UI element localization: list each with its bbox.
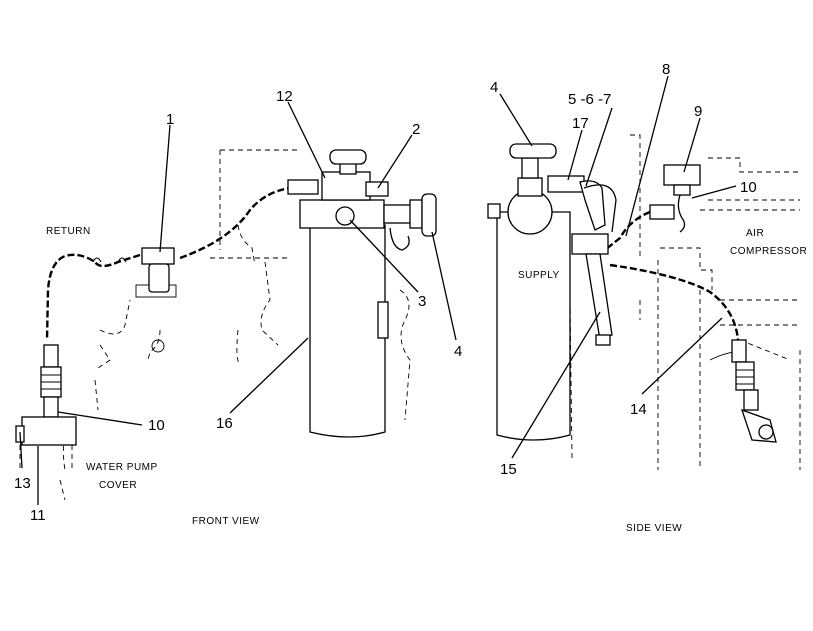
callout-4-front: 4 <box>454 343 462 360</box>
callout-17: 17 <box>572 115 589 132</box>
callout-4-side: 4 <box>490 79 498 96</box>
label-side-view: SIDE VIEW <box>626 523 682 534</box>
valve-body-side <box>517 177 543 197</box>
valve-stem-side <box>521 157 539 179</box>
callout-15: 15 <box>500 461 517 478</box>
elbow-10-side <box>677 194 686 233</box>
hose-end-fitting <box>43 344 59 368</box>
leader-8 <box>625 75 669 237</box>
fitting-17 <box>547 175 585 193</box>
compressor-fitting-stem <box>673 184 691 196</box>
bracket-5-6-7 <box>579 180 606 231</box>
hose-break-2 <box>92 257 102 263</box>
leader-17 <box>567 129 583 181</box>
callout-5-6-7: 5 -6 -7 <box>568 91 611 108</box>
bracket-15 <box>585 253 613 341</box>
callout-10-front: 10 <box>148 417 165 434</box>
leader-12 <box>287 101 326 179</box>
leader-4-front <box>431 231 457 341</box>
label-front-view: FRONT VIEW <box>192 516 260 527</box>
callout-16: 16 <box>216 415 233 432</box>
tube-8 <box>583 184 617 233</box>
hose-break-1 <box>117 257 127 263</box>
tee-stem <box>43 396 59 418</box>
bracket-15-foot <box>595 334 611 346</box>
callout-9: 9 <box>694 103 702 120</box>
supply-hose <box>604 210 651 251</box>
adapter-14-stem <box>743 389 759 411</box>
compressor-fitting-9 <box>663 164 701 186</box>
side-view: 4 17 5 -6 -7 8 9 10 14 15 SUPPLY AIR COM… <box>487 61 807 534</box>
adapter-14 <box>735 361 755 391</box>
leader-10-side <box>691 185 737 199</box>
engine-detail-circle <box>151 339 165 353</box>
label-air: AIR <box>746 228 764 239</box>
tee-fitting-11 <box>21 416 77 446</box>
callout-3: 3 <box>418 293 426 310</box>
valve-top <box>321 171 371 201</box>
leader-15 <box>511 311 601 459</box>
engine-outline-side <box>569 134 801 470</box>
return-hose <box>179 186 291 260</box>
leader-14 <box>641 317 723 395</box>
leader-5-6-7 <box>585 107 613 187</box>
leader-4-side <box>499 93 533 147</box>
leader-10-front <box>57 411 143 426</box>
fitting-1-body <box>148 263 170 293</box>
label-water-pump: WATER PUMP <box>86 462 158 473</box>
ether-cylinder-16 <box>309 224 386 438</box>
handle-4-front <box>421 193 437 237</box>
label-return: RETURN <box>46 226 91 237</box>
supply-fitting-side <box>649 204 675 220</box>
leader-2 <box>377 134 413 189</box>
callout-2: 2 <box>412 121 420 138</box>
callout-10-side: 10 <box>740 179 757 196</box>
ether-cylinder-side <box>496 211 571 441</box>
return-hose-lower <box>45 253 141 341</box>
handle-hub <box>409 199 423 229</box>
engine-outline-front <box>59 149 411 501</box>
fitting-1 <box>141 247 175 265</box>
callout-12: 12 <box>276 88 293 105</box>
supply-tube-front <box>389 227 410 251</box>
tee-14-port <box>758 424 774 440</box>
cylinder-clamp <box>377 301 389 339</box>
supply-block <box>571 233 609 255</box>
side-port <box>487 203 501 219</box>
leader-9 <box>683 117 701 173</box>
callout-8: 8 <box>662 61 670 78</box>
fitting-2 <box>365 181 389 197</box>
callout-1: 1 <box>166 111 174 128</box>
front-view: 1 12 2 3 4 16 10 13 11 RETURN WATER PUMP… <box>14 88 462 527</box>
handle-4-side <box>509 143 557 159</box>
hose-14 <box>609 263 740 341</box>
leader-1 <box>159 124 171 253</box>
leader-16 <box>229 337 309 414</box>
label-compressor: COMPRESSOR <box>730 246 807 257</box>
valve-port-3 <box>335 206 355 226</box>
callout-14: 14 <box>630 401 647 418</box>
callout-11: 11 <box>30 507 46 524</box>
valve-arm <box>383 204 413 224</box>
valve-knob-12 <box>329 149 367 165</box>
hose-end-14 <box>731 339 747 363</box>
callout-13: 13 <box>14 475 31 492</box>
label-cover: COVER <box>99 480 137 491</box>
label-supply: SUPPLY <box>518 270 560 281</box>
leader-13 <box>19 431 23 469</box>
return-fitting-front <box>287 179 319 195</box>
leader-3 <box>349 219 419 293</box>
